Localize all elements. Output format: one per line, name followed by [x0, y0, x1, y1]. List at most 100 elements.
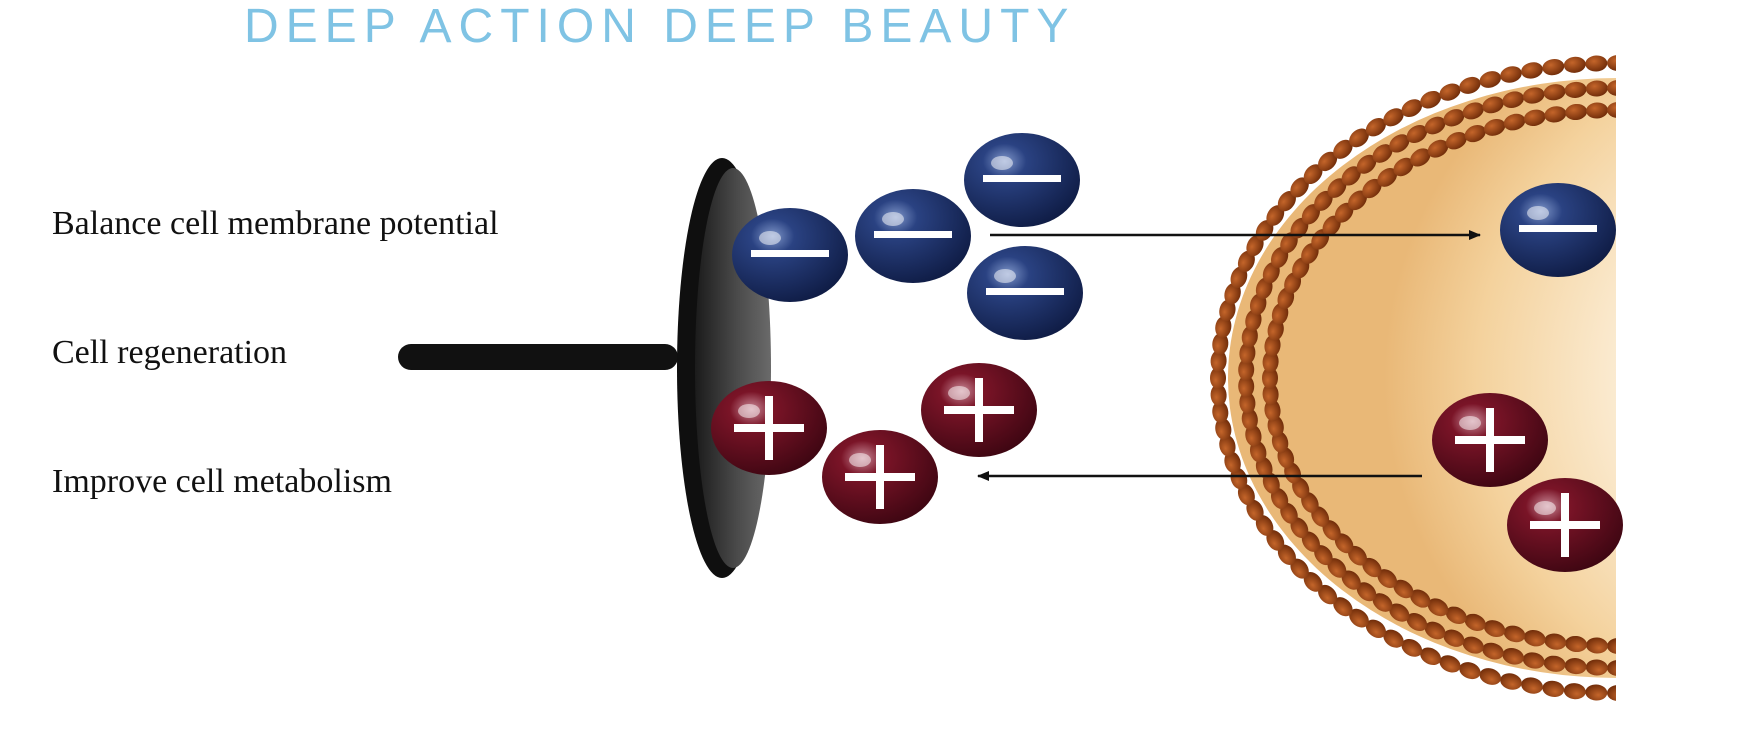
membrane-bead — [1230, 266, 1248, 289]
membrane-bead — [1393, 579, 1414, 599]
membrane-bead — [1224, 282, 1241, 305]
electrode-probe — [398, 158, 771, 578]
membrane-bead — [1389, 603, 1410, 622]
membrane-bead — [1401, 639, 1423, 657]
membrane-bead — [1372, 144, 1393, 163]
membrane-bead — [1565, 635, 1588, 653]
membrane-bead — [1262, 383, 1279, 406]
membrane-bead — [1327, 178, 1347, 198]
membrane-bead — [1241, 408, 1258, 431]
membrane-bead — [1301, 531, 1320, 552]
membrane-bead — [1543, 655, 1566, 672]
membrane-bead — [1383, 629, 1404, 648]
membrane-bead — [1362, 178, 1382, 199]
label-improve-metabolism: Improve cell metabolism — [52, 463, 392, 500]
membrane-bead — [1303, 572, 1323, 592]
membrane-bead — [1322, 215, 1341, 236]
membrane-bead — [1210, 349, 1227, 372]
membrane-bead — [1563, 56, 1586, 73]
membrane-bead — [1239, 342, 1256, 365]
cell-membrane — [1210, 55, 1616, 701]
membrane-bead — [1215, 418, 1232, 440]
membrane-bead — [1245, 424, 1262, 447]
membrane-bead — [1219, 434, 1236, 457]
membrane-bead — [1230, 467, 1248, 490]
cell-body — [1228, 78, 1616, 678]
membrane-bead — [1424, 621, 1446, 640]
membrane-bead — [1445, 606, 1467, 625]
negative-ion — [1500, 183, 1616, 277]
membrane-bead — [1238, 358, 1255, 381]
membrane-bead — [1607, 102, 1616, 118]
membrane-bead — [1443, 629, 1465, 647]
membrane-bead — [1334, 533, 1354, 554]
membrane-bead — [1262, 350, 1279, 373]
membrane-bead — [1586, 102, 1608, 119]
membrane-bead — [1341, 166, 1361, 186]
membrane-bead — [1277, 191, 1296, 212]
membrane-bead — [1462, 636, 1484, 654]
membrane-bead — [1420, 647, 1442, 666]
membrane-bead — [1459, 76, 1481, 94]
positive-ion — [711, 381, 827, 475]
membrane-bead — [1356, 154, 1377, 174]
membrane-bead — [1585, 80, 1608, 97]
membrane-bead — [1427, 598, 1449, 617]
membrane-bead — [1410, 148, 1431, 167]
membrane-bead — [1406, 613, 1428, 631]
membrane-bead — [1365, 619, 1386, 639]
membrane-bead — [1479, 668, 1502, 685]
label-cell-regeneration: Cell regeneration — [52, 334, 288, 371]
membrane-bead — [1210, 367, 1226, 389]
membrane-bead — [1362, 557, 1382, 578]
membrane-bead — [1219, 299, 1236, 322]
membrane-bead — [1500, 673, 1522, 690]
membrane-bead — [1585, 684, 1608, 701]
membrane-bead — [1237, 250, 1255, 273]
membrane-bead — [1318, 151, 1338, 172]
membrane-bead — [1607, 80, 1616, 96]
membrane-bead — [1266, 530, 1285, 551]
membrane-bead — [1389, 134, 1410, 153]
membrane-bead — [1377, 569, 1397, 589]
negative-ion — [732, 208, 848, 302]
membrane-bead — [1482, 642, 1504, 660]
membrane-bead — [1237, 483, 1255, 506]
membrane-bead — [1290, 177, 1309, 198]
membrane-bead — [1224, 451, 1241, 474]
membrane-bead — [1334, 202, 1354, 223]
membrane-bead — [1377, 167, 1397, 187]
membrane-bead — [1327, 558, 1347, 578]
membrane-bead — [1563, 683, 1586, 700]
membrane-bead — [1241, 325, 1258, 348]
membrane-bead — [1443, 109, 1465, 127]
membrane-bead — [1522, 87, 1545, 104]
membrane-bead — [1238, 375, 1255, 398]
membrane-bead — [1393, 157, 1414, 177]
membrane-bead — [1462, 102, 1484, 120]
membrane-bead — [1215, 316, 1232, 338]
membrane-bead — [1523, 109, 1546, 127]
membrane-bead — [1406, 125, 1428, 143]
membrane-bead — [1266, 205, 1285, 226]
membrane-bead — [1464, 613, 1486, 631]
membrane-bead — [1607, 638, 1616, 654]
membrane-bead — [1500, 66, 1522, 83]
membrane-bead — [1523, 629, 1546, 647]
membrane-bead — [1314, 545, 1333, 566]
membrane-bead — [1607, 55, 1616, 71]
membrane-bead — [1459, 662, 1481, 680]
membrane-bead — [1349, 128, 1369, 148]
membrane-bead — [1607, 660, 1616, 676]
membrane-bead — [1212, 332, 1229, 355]
membrane-bead — [1439, 655, 1461, 673]
membrane-bead — [1503, 625, 1526, 643]
membrane-bead — [1212, 401, 1229, 424]
membrane-bead — [1318, 584, 1338, 605]
membrane-bead — [1439, 83, 1461, 101]
membrane-bead — [1502, 648, 1524, 665]
membrane-bead — [1314, 190, 1333, 211]
membrane-bead — [1607, 685, 1616, 701]
membrane-bead — [1348, 190, 1367, 211]
membrane-bead — [1424, 116, 1446, 135]
